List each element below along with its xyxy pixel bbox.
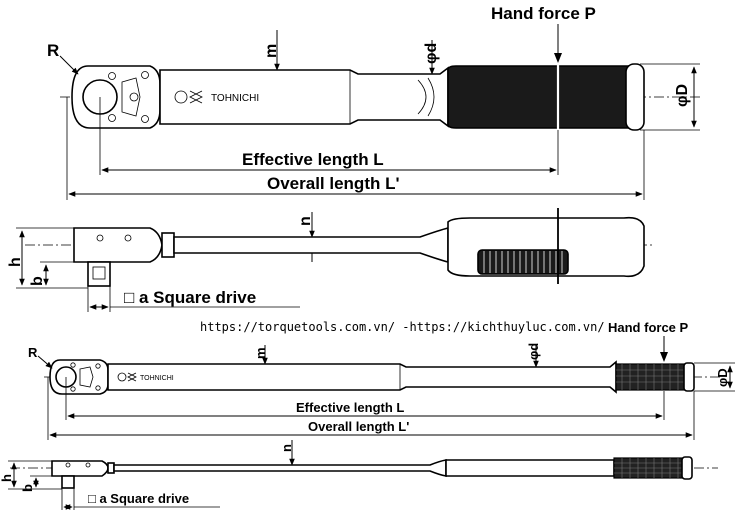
side-view-small: n h b □ a Square drive	[0, 440, 718, 510]
grip-end-cap	[681, 456, 693, 480]
n-label: n	[279, 444, 294, 452]
body-notch	[417, 79, 427, 115]
overall-length-label: Overall length L'	[267, 174, 400, 193]
b-label: b	[20, 484, 35, 492]
h-label: h	[0, 474, 14, 482]
head-screw	[70, 386, 76, 392]
phi-D-label: φD	[674, 84, 691, 107]
square-drive	[61, 475, 75, 489]
logo-mark-icon	[127, 372, 137, 382]
wrench-body	[159, 66, 449, 128]
wrench-body	[107, 360, 617, 394]
head-screw	[108, 72, 116, 80]
knurled-grip	[615, 363, 687, 391]
head-screw	[141, 71, 149, 79]
brand-label: TOHNICHI	[140, 375, 174, 382]
body-notch	[427, 77, 435, 117]
side-head	[73, 227, 163, 263]
side-screw	[124, 234, 132, 242]
side-shank	[173, 226, 449, 264]
brand-label: TOHNICHI	[211, 93, 259, 104]
radius-leader	[37, 355, 53, 369]
m-label: m	[253, 347, 268, 359]
square-drive	[87, 261, 111, 287]
head-screw	[141, 115, 149, 123]
effective-length-label: Effective length L	[296, 400, 404, 415]
radius-label: R	[28, 345, 38, 360]
grip-end-cap	[683, 362, 695, 392]
website-urls: https://torquetools.com.vn/ -https://kic…	[200, 320, 605, 334]
hand-force-label: Hand force P	[608, 320, 689, 335]
m-label: m	[263, 44, 280, 58]
logo-mark-icon	[189, 90, 203, 104]
knurl-lines	[483, 251, 563, 273]
knurled-grip-section	[477, 249, 569, 275]
side-collar	[161, 232, 175, 258]
n-label: n	[297, 216, 314, 226]
side-screw	[96, 234, 104, 242]
radius-label: R	[47, 41, 59, 60]
top-view-large: TOHNICHI Hand force P R m φd φD Effectiv…	[47, 4, 700, 200]
grip-end-cap	[625, 63, 645, 131]
square-drive-label: □ a Square drive	[124, 288, 256, 307]
pawl-pin	[129, 92, 139, 102]
head-screw	[108, 114, 116, 122]
head-screw	[70, 362, 76, 368]
overall-length-label: Overall length L'	[308, 419, 409, 434]
effective-length-label: Effective length L	[242, 150, 384, 169]
logo-circle-icon	[117, 372, 127, 382]
side-view-large: n h b □ a Square drive	[7, 208, 655, 312]
side-tube	[445, 459, 615, 477]
top-view-small: TOHNICHI Hand force P R m φd φD	[28, 320, 735, 440]
square-drive-face	[92, 266, 106, 280]
b-label: b	[29, 276, 46, 286]
knurl-pattern	[614, 458, 684, 478]
handle-grip	[447, 64, 641, 130]
ratchet-pawl	[79, 366, 94, 388]
radius-leader	[59, 55, 79, 75]
side-head	[51, 460, 109, 477]
phi-d-label: φd	[423, 43, 440, 64]
side-screw	[65, 462, 71, 468]
knurl-pattern	[616, 364, 686, 390]
phi-d-label: φd	[526, 343, 541, 360]
ratchet-pawl	[121, 77, 141, 117]
side-shank	[113, 459, 447, 477]
logo-circle-icon	[174, 90, 188, 104]
head-screw	[95, 385, 101, 391]
phi-D-label: φD	[715, 368, 730, 387]
square-drive-label: □ a Square drive	[88, 491, 189, 506]
head-screw	[95, 363, 101, 369]
h-label: h	[7, 257, 24, 267]
side-screw	[85, 462, 91, 468]
hand-force-label: Hand force P	[491, 4, 596, 23]
side-collar	[107, 462, 115, 474]
